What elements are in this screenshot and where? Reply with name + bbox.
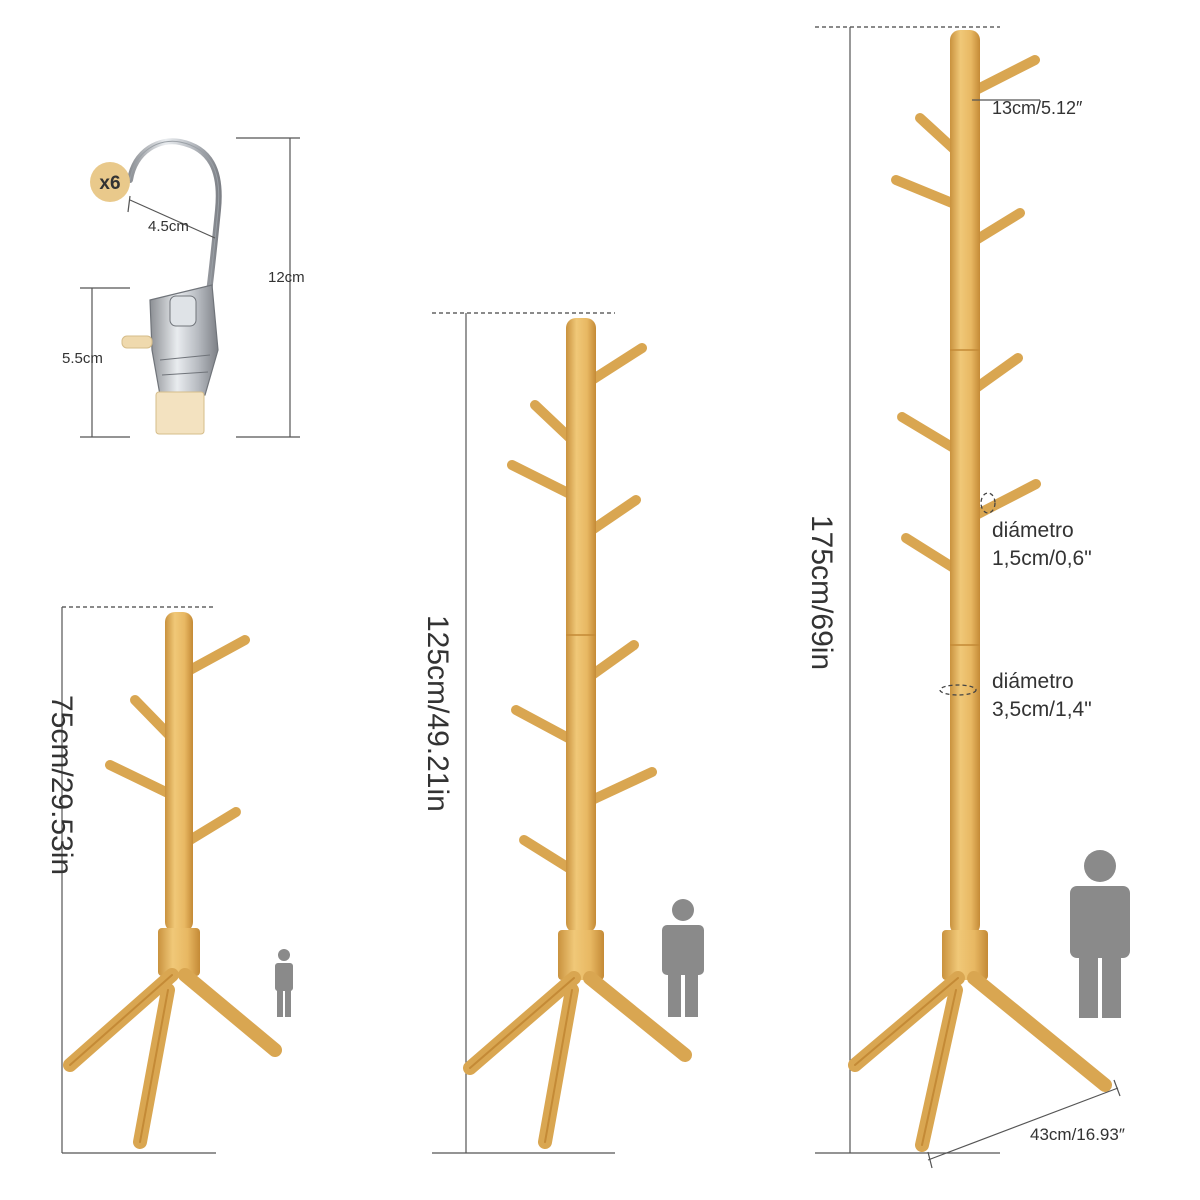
pole-diameter-value: 3,5cm/1,4" — [992, 698, 1092, 721]
stand-large-height-label: 175cm/69in — [805, 515, 838, 670]
count-badge — [90, 162, 130, 202]
hook-clip-icon — [121, 138, 222, 435]
clip-height-label: 5.5cm — [62, 350, 103, 367]
person-icon — [662, 899, 704, 1017]
hook-length-label: 13cm/5.12″ — [992, 98, 1083, 118]
hook-diameter-value: 1,5cm/0,6" — [992, 547, 1092, 570]
count-text: x6 — [99, 173, 120, 194]
hook-width-label: 4.5cm — [148, 218, 189, 235]
coat-rack-medium: 125cm/49.21in — [421, 312, 704, 1154]
coat-rack-small: 75cm/29.53in — [45, 606, 293, 1154]
pole-diameter-title: diámetro — [992, 670, 1074, 693]
base-width-label: 43cm/16.93″ — [1030, 1125, 1125, 1144]
person-icon — [275, 949, 293, 1017]
total-height-label: 12cm — [268, 269, 305, 286]
coat-rack-icon — [848, 30, 1112, 1152]
coat-rack-large: 175cm/69in — [805, 26, 1130, 1169]
coat-rack-icon — [463, 318, 692, 1149]
person-icon — [1070, 850, 1130, 1018]
coat-rack-icon — [63, 612, 282, 1149]
hook-diameter-title: diámetro — [992, 519, 1074, 542]
stand-small-height-label: 75cm/29.53in — [45, 695, 78, 875]
stand-medium-height-label: 125cm/49.21in — [421, 615, 454, 812]
clip-hook-group: x6 4.5cm 12cm 5.5cm — [62, 137, 305, 438]
